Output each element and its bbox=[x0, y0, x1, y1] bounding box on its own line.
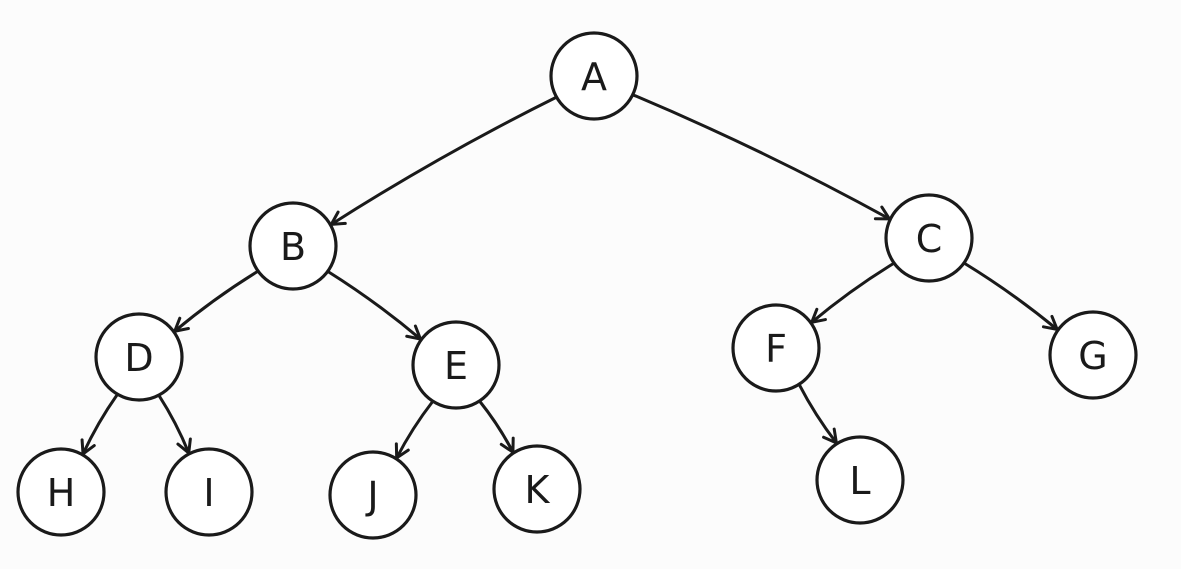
node-label-j: J bbox=[365, 474, 378, 518]
node-circle-h bbox=[16, 447, 106, 537]
node-label-c: C bbox=[916, 217, 943, 261]
node-circle-b bbox=[248, 201, 338, 291]
node-a: A bbox=[549, 31, 639, 121]
node-l: L bbox=[815, 435, 905, 525]
edge-e-k bbox=[478, 399, 515, 454]
node-circle-j bbox=[328, 450, 418, 540]
node-circle-a bbox=[549, 31, 639, 121]
edge-e-j bbox=[395, 399, 435, 460]
node-label-i: I bbox=[203, 471, 214, 515]
node-circle-d bbox=[94, 312, 184, 402]
edge-c-g bbox=[962, 261, 1059, 331]
edge-b-d bbox=[173, 269, 260, 333]
node-h: H bbox=[16, 447, 106, 537]
edge-c-f bbox=[810, 261, 896, 324]
node-circle-f bbox=[731, 303, 821, 393]
edge-a-c bbox=[631, 93, 891, 221]
node-label-g: G bbox=[1078, 334, 1107, 378]
node-b: B bbox=[248, 201, 338, 291]
node-e: E bbox=[411, 320, 501, 410]
node-label-a: A bbox=[581, 55, 607, 99]
node-circle-i bbox=[164, 447, 254, 537]
node-circle-c bbox=[884, 193, 974, 283]
node-label-b: B bbox=[280, 225, 306, 269]
node-circle-l bbox=[815, 435, 905, 525]
edge-a-b bbox=[329, 95, 559, 226]
edge-b-e bbox=[326, 269, 422, 341]
node-circle-g bbox=[1048, 310, 1138, 400]
node-label-k: K bbox=[525, 468, 551, 512]
node-k: K bbox=[492, 444, 582, 534]
node-d: D bbox=[94, 312, 184, 402]
edge-f-l bbox=[797, 382, 838, 445]
edge-d-i bbox=[157, 393, 191, 455]
node-circle-k bbox=[492, 444, 582, 534]
edge-d-h bbox=[81, 392, 119, 456]
node-label-d: D bbox=[124, 336, 153, 380]
node-c: C bbox=[884, 193, 974, 283]
node-j: J bbox=[328, 450, 418, 540]
node-circle-e bbox=[411, 320, 501, 410]
node-label-e: E bbox=[444, 344, 468, 388]
node-g: G bbox=[1048, 310, 1138, 400]
node-label-h: H bbox=[47, 471, 76, 515]
node-label-f: F bbox=[765, 327, 787, 371]
node-i: I bbox=[164, 447, 254, 537]
nodes-layer: A B C D E F G H I J K L bbox=[16, 31, 1138, 540]
node-f: F bbox=[731, 303, 821, 393]
node-label-l: L bbox=[849, 459, 870, 503]
